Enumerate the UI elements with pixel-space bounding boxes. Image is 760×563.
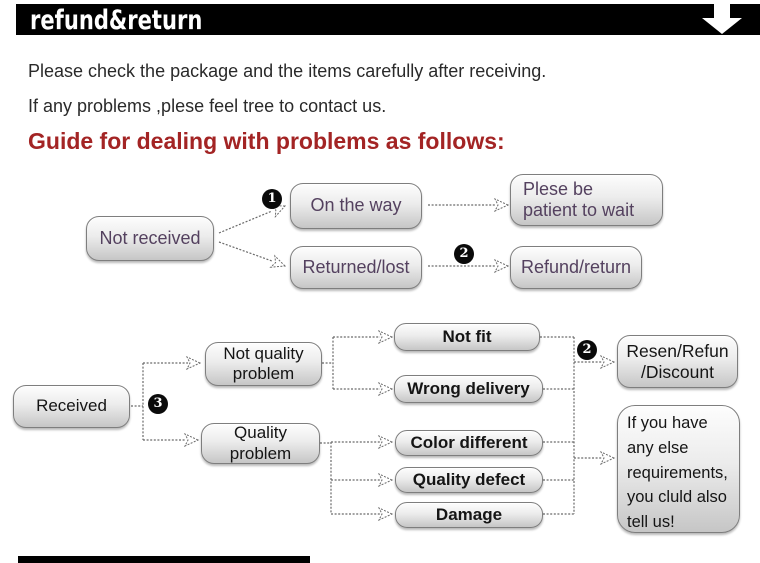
step-2-badge-merge: 2 [577,340,597,360]
step-1-badge: 1 [262,189,282,209]
down-arrow-icon [702,0,742,35]
node-color-different: Color different [395,430,543,456]
connector-ontheway-wait [428,197,510,213]
node-received: Received [13,385,130,428]
banner-title: refund&return [30,5,203,36]
connector-notreceived-returnedlost [218,241,287,268]
node-not-fit: Not fit [394,323,540,351]
step-2-badge: 2 [454,244,474,264]
node-please-be-patient: Plese be patient to wait [510,174,663,226]
node-quality-problem: Quality problem [201,423,320,464]
node-quality-defect: Quality defect [395,467,543,493]
section-banner: refund&return [16,4,760,36]
node-not-received: Not received [86,216,214,261]
down-arrow-head [702,18,742,34]
node-resend-refund-discount: Resen/Refun /Discount [617,335,738,388]
node-wrong-delivery: Wrong delivery [394,375,543,403]
node-refund-return: Refund/return [510,246,642,289]
node-any-else-requirements: If you have any else requirements, you c… [617,405,740,533]
guide-heading: Guide for dealing with problems as follo… [28,128,505,154]
next-section-banner-edge [18,556,310,563]
down-arrow-shaft [714,0,730,18]
connector-notquality-split [322,329,394,397]
node-on-the-way: On the way [290,183,422,229]
connector-merge-collector [540,336,616,515]
connector-quality-split [320,434,394,522]
step-3-badge: 3 [148,394,168,414]
node-returned-lost: Returned/lost [290,246,422,289]
node-damage: Damage [395,502,543,528]
node-not-quality-problem: Not quality problem [205,342,322,386]
intro-line-2: If any problems ,plese feel tree to cont… [28,96,387,116]
intro-line-1: Please check the package and the items c… [28,61,547,81]
